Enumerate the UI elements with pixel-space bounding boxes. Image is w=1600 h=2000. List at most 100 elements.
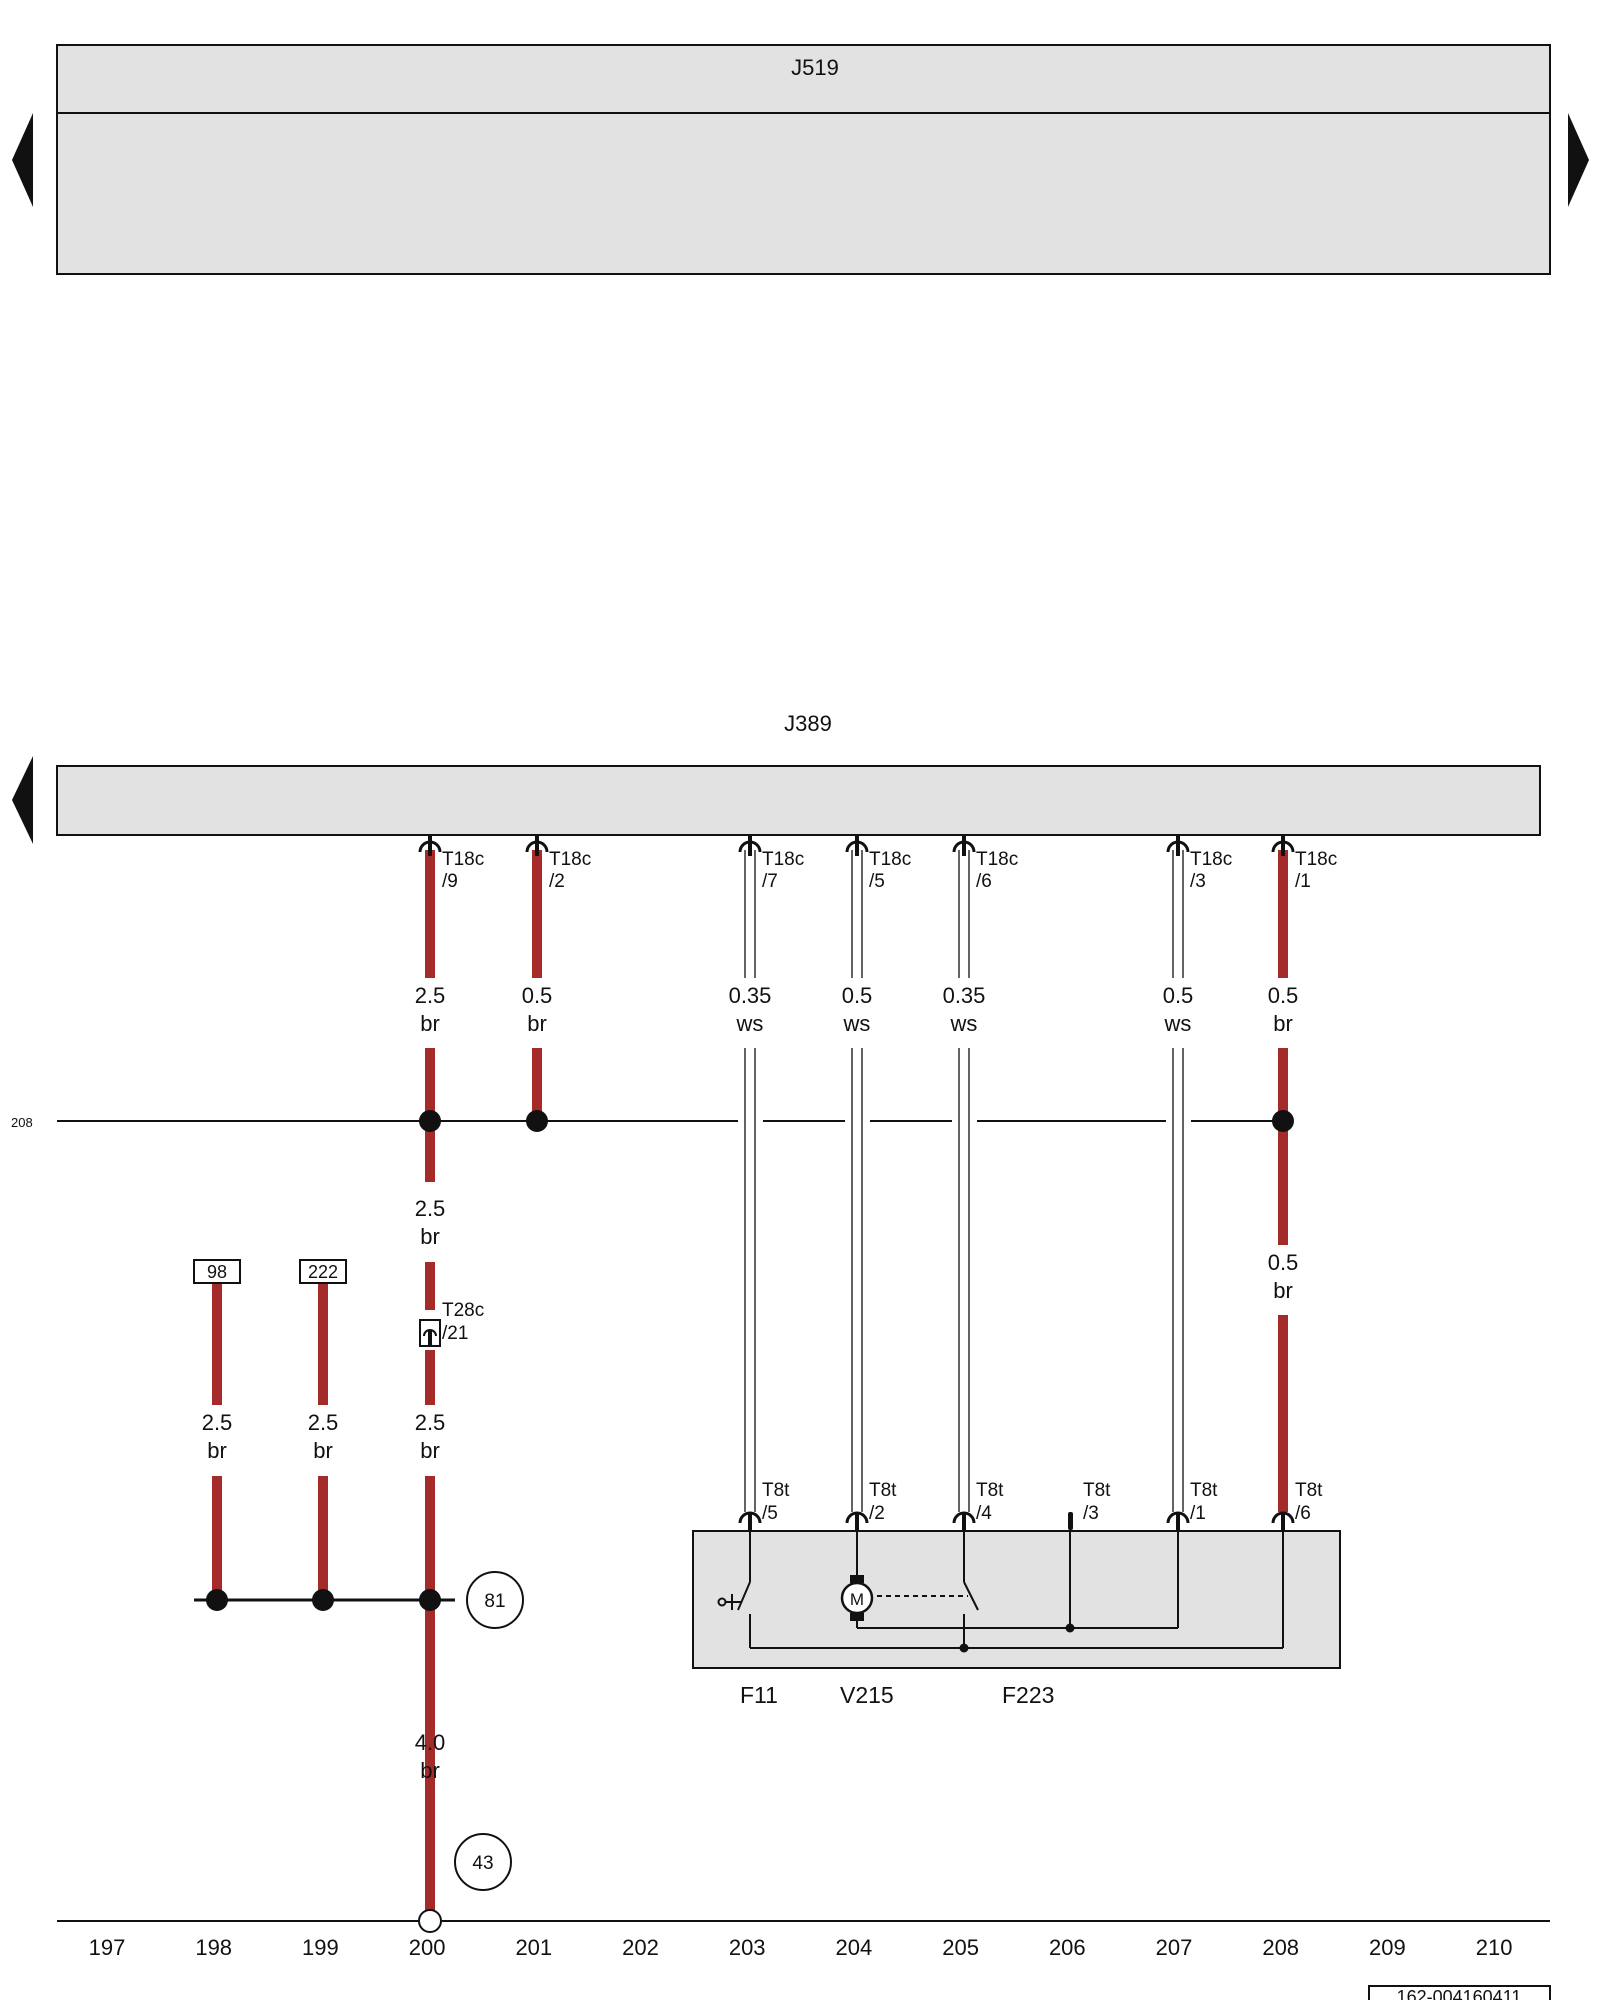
svg-text:M: M — [850, 1590, 864, 1609]
svg-text:/5: /5 — [869, 871, 885, 892]
svg-text:0.5: 0.5 — [1268, 1250, 1299, 1275]
svg-text:T8t: T8t — [1295, 1480, 1323, 1501]
f11-switch-icon — [717, 1594, 741, 1610]
svg-text:T18c: T18c — [442, 849, 484, 870]
sub-module-internal-circuit — [737, 1530, 1284, 1649]
svg-text:81: 81 — [484, 1591, 505, 1612]
svg-text:0.5: 0.5 — [1163, 983, 1194, 1008]
grid-number: 209 — [1369, 1935, 1406, 1960]
inline-connector-t28c: T28c /21 — [419, 1300, 484, 1347]
svg-text:T18c: T18c — [976, 849, 1018, 870]
j389-connector-pins — [428, 836, 1285, 856]
module-j519: J519 — [56, 44, 1551, 275]
svg-text:T8t: T8t — [1190, 1480, 1218, 1501]
wire-spec-labels-lower: 2.5 br 0.5 br 2.5 br 2.5 br 2.5 br 4.0 br — [202, 1196, 1299, 1783]
svg-text:br: br — [420, 1758, 440, 1783]
svg-text:/6: /6 — [976, 871, 992, 892]
sub-module-junction-dots — [959, 1623, 1075, 1653]
svg-text:2.5: 2.5 — [415, 1410, 446, 1435]
circle-ref-81[interactable]: 81 — [466, 1571, 524, 1629]
t8t-connector-cups — [738, 1511, 1295, 1524]
svg-text:T8t: T8t — [1083, 1480, 1111, 1501]
svg-text:162-004160411: 162-004160411 — [1397, 1987, 1522, 2000]
svg-text:T18c: T18c — [869, 849, 911, 870]
svg-text:br: br — [420, 1438, 440, 1463]
motor-icon: M — [840, 1575, 874, 1621]
circle-ref-43[interactable]: 43 — [454, 1833, 512, 1891]
svg-text:T8t: T8t — [976, 1480, 1004, 1501]
svg-text:T18c: T18c — [1190, 849, 1232, 870]
svg-text:br: br — [527, 1011, 547, 1036]
svg-text:0.5: 0.5 — [522, 983, 553, 1008]
svg-text:2.5: 2.5 — [415, 983, 446, 1008]
grid-number: 207 — [1156, 1935, 1193, 1960]
svg-text:0.35: 0.35 — [943, 983, 986, 1008]
ref-box-98[interactable]: 98 — [193, 1259, 241, 1284]
label-f223: F223 — [1002, 1682, 1054, 1708]
svg-text:T8t: T8t — [869, 1480, 897, 1501]
grid-number: 201 — [515, 1935, 552, 1960]
nav-right-arrow-top-icon[interactable] — [1568, 113, 1589, 207]
svg-text:/6: /6 — [1295, 1503, 1311, 1524]
svg-text:br: br — [1273, 1278, 1293, 1303]
module-j519-label: J519 — [791, 55, 839, 80]
svg-text:br: br — [313, 1438, 333, 1463]
svg-text:/1: /1 — [1295, 871, 1311, 892]
svg-text:2.5: 2.5 — [202, 1410, 233, 1435]
svg-text:222: 222 — [308, 1262, 338, 1282]
brown-wire-segments — [212, 850, 1288, 1921]
svg-text:ws: ws — [950, 1011, 978, 1036]
svg-text:98: 98 — [207, 1262, 227, 1282]
module-j389 — [56, 765, 1541, 836]
svg-text:T18c: T18c — [1295, 849, 1337, 870]
svg-text:2.5: 2.5 — [415, 1196, 446, 1221]
svg-text:ws: ws — [736, 1011, 764, 1036]
nav-left-arrow-bottom-icon[interactable] — [12, 756, 33, 844]
svg-text:/4: /4 — [976, 1503, 992, 1524]
side-ref-label: 208 — [11, 1115, 33, 1130]
bus-splice-dots — [419, 1110, 1294, 1132]
ground-junction — [194, 1589, 455, 1611]
grid-number: 205 — [942, 1935, 979, 1960]
grid-number: 206 — [1049, 1935, 1086, 1960]
svg-text:/5: /5 — [762, 1503, 778, 1524]
svg-text:/7: /7 — [762, 871, 778, 892]
svg-text:br: br — [420, 1224, 440, 1249]
svg-text:/1: /1 — [1190, 1503, 1206, 1524]
grid-number: 200 — [409, 1935, 446, 1960]
svg-text:/9: /9 — [442, 871, 458, 892]
grid-number: 204 — [836, 1935, 873, 1960]
svg-text:/2: /2 — [549, 871, 565, 892]
white-wire-segments — [744, 850, 1184, 1512]
svg-text:4.0: 4.0 — [415, 1730, 446, 1755]
document-id: 162-004160411 — [1368, 1985, 1551, 2000]
sub-module-box — [692, 1530, 1341, 1669]
module-j389-label: J389 — [784, 711, 832, 736]
svg-text:0.35: 0.35 — [729, 983, 772, 1008]
t18c-labels: T18c/9 T18c/2 T18c/7 T18c/5 T18c/6 T18c/… — [442, 849, 1337, 892]
t8t-labels: T8t/5 T8t/2 T8t/4 T8t/3 T8t/1 T8t/6 — [762, 1480, 1323, 1524]
ground-point-icon — [418, 1909, 442, 1933]
grid-number: 198 — [195, 1935, 232, 1960]
svg-text:T28c: T28c — [442, 1300, 484, 1321]
svg-text:0.5: 0.5 — [842, 983, 873, 1008]
svg-text:br: br — [420, 1011, 440, 1036]
svg-text:/2: /2 — [869, 1503, 885, 1524]
svg-text:2.5: 2.5 — [308, 1410, 339, 1435]
svg-text:br: br — [1273, 1011, 1293, 1036]
svg-text:/3: /3 — [1083, 1503, 1099, 1524]
grid-number: 202 — [622, 1935, 659, 1960]
svg-text:br: br — [207, 1438, 227, 1463]
ref-box-222[interactable]: 222 — [299, 1259, 347, 1284]
label-f11: F11 — [740, 1682, 778, 1708]
svg-text:ws: ws — [843, 1011, 871, 1036]
nav-left-arrow-top-icon[interactable] — [12, 113, 33, 207]
svg-text:T8t: T8t — [762, 1480, 790, 1501]
svg-text:T18c: T18c — [549, 849, 591, 870]
grid-number: 208 — [1262, 1935, 1299, 1960]
grid-number: 197 — [89, 1935, 126, 1960]
grid-number: 199 — [302, 1935, 339, 1960]
